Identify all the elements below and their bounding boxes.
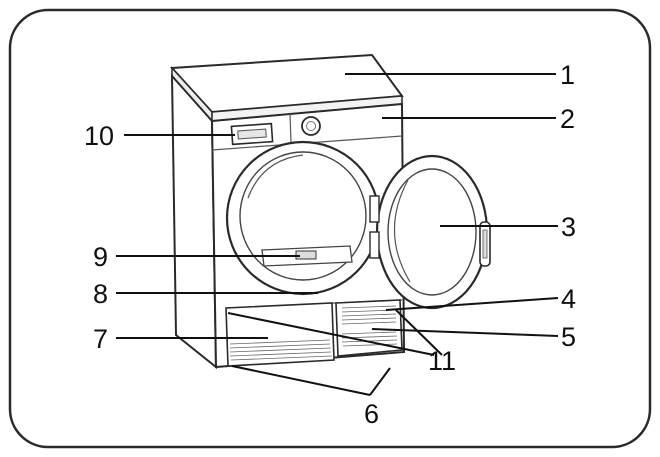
callout-8: 8 [93, 279, 108, 309]
callout-2: 2 [560, 104, 575, 134]
leader-6a [231, 365, 371, 396]
condenser-grille [229, 339, 333, 361]
water-tank-handle [237, 128, 267, 140]
dryer-side-panel [170, 73, 218, 370]
leader-4 [385, 297, 559, 311]
callout-7: 7 [93, 324, 108, 354]
ventilation-grille-panel [335, 299, 403, 357]
control-panel-divider [289, 113, 292, 143]
door-glass-inner [393, 179, 411, 283]
leader-5 [371, 328, 559, 337]
leader-11a [227, 312, 435, 356]
door-hinge-bottom [369, 231, 380, 259]
leader-11b [395, 309, 443, 356]
callout-10: 10 [84, 121, 114, 151]
door-hinge-top [369, 195, 380, 223]
callout-numbers: 1 2 3 4 5 6 7 8 9 10 11 [84, 60, 576, 429]
callout-3: 3 [561, 212, 576, 242]
callout-5: 5 [561, 322, 576, 352]
door-handle-inner [482, 229, 488, 259]
callout-6: 6 [364, 399, 379, 429]
program-knob-inner [306, 121, 316, 131]
door-glass [387, 168, 477, 296]
callout-1: 1 [560, 60, 575, 90]
drum-inner-shade [247, 154, 304, 199]
leader-6b [369, 367, 391, 396]
callout-11: 11 [428, 346, 456, 376]
callout-4: 4 [561, 284, 576, 314]
callout-9: 9 [93, 242, 108, 272]
leader-lines [116, 73, 559, 396]
